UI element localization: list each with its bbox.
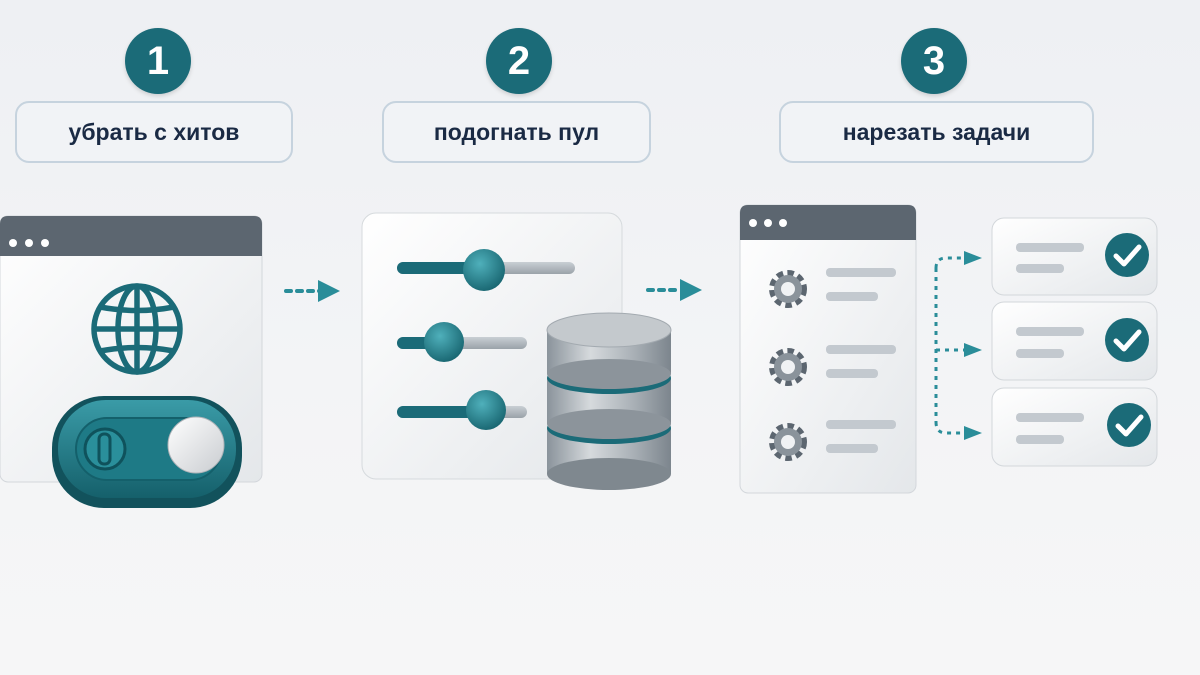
step-1-badge: 1	[125, 28, 191, 94]
step-1-label: убрать с хитов	[15, 101, 293, 163]
branch-arrow-2	[964, 343, 982, 357]
branch-arrow-3	[964, 426, 982, 440]
gear-icon	[769, 348, 807, 386]
step-3-badge: 3	[901, 28, 967, 94]
gear-icon	[769, 423, 807, 461]
branch-connector	[934, 256, 966, 435]
globe-icon	[91, 283, 183, 375]
branch-arrow-1	[964, 251, 982, 265]
toggle-switch-icon	[52, 396, 242, 508]
database-icon	[546, 312, 672, 490]
flow-arrow-1	[284, 280, 340, 302]
checkmark-icon	[1105, 318, 1149, 362]
step-3-label: нарезать задачи	[779, 101, 1094, 163]
gear-icon	[769, 270, 807, 308]
step-2-badge: 2	[486, 28, 552, 94]
checkmark-icon	[1105, 233, 1149, 277]
step-2-label: подогнать пул	[382, 101, 651, 163]
checkmark-icon	[1107, 403, 1151, 447]
flow-arrow-2	[646, 279, 702, 301]
settings-list-window-icon	[739, 204, 917, 494]
